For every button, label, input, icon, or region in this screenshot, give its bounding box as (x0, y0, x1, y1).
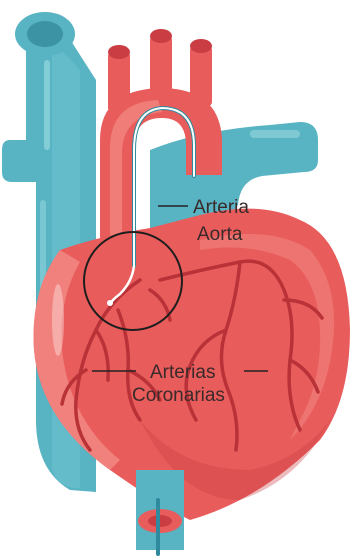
coronary-label-line2: Coronarias (132, 385, 225, 406)
aorta-label-line1: Arteria (193, 197, 249, 218)
aorta-label-line2: Aorta (197, 224, 243, 245)
coronary-label-line1: Arterias (150, 362, 215, 383)
